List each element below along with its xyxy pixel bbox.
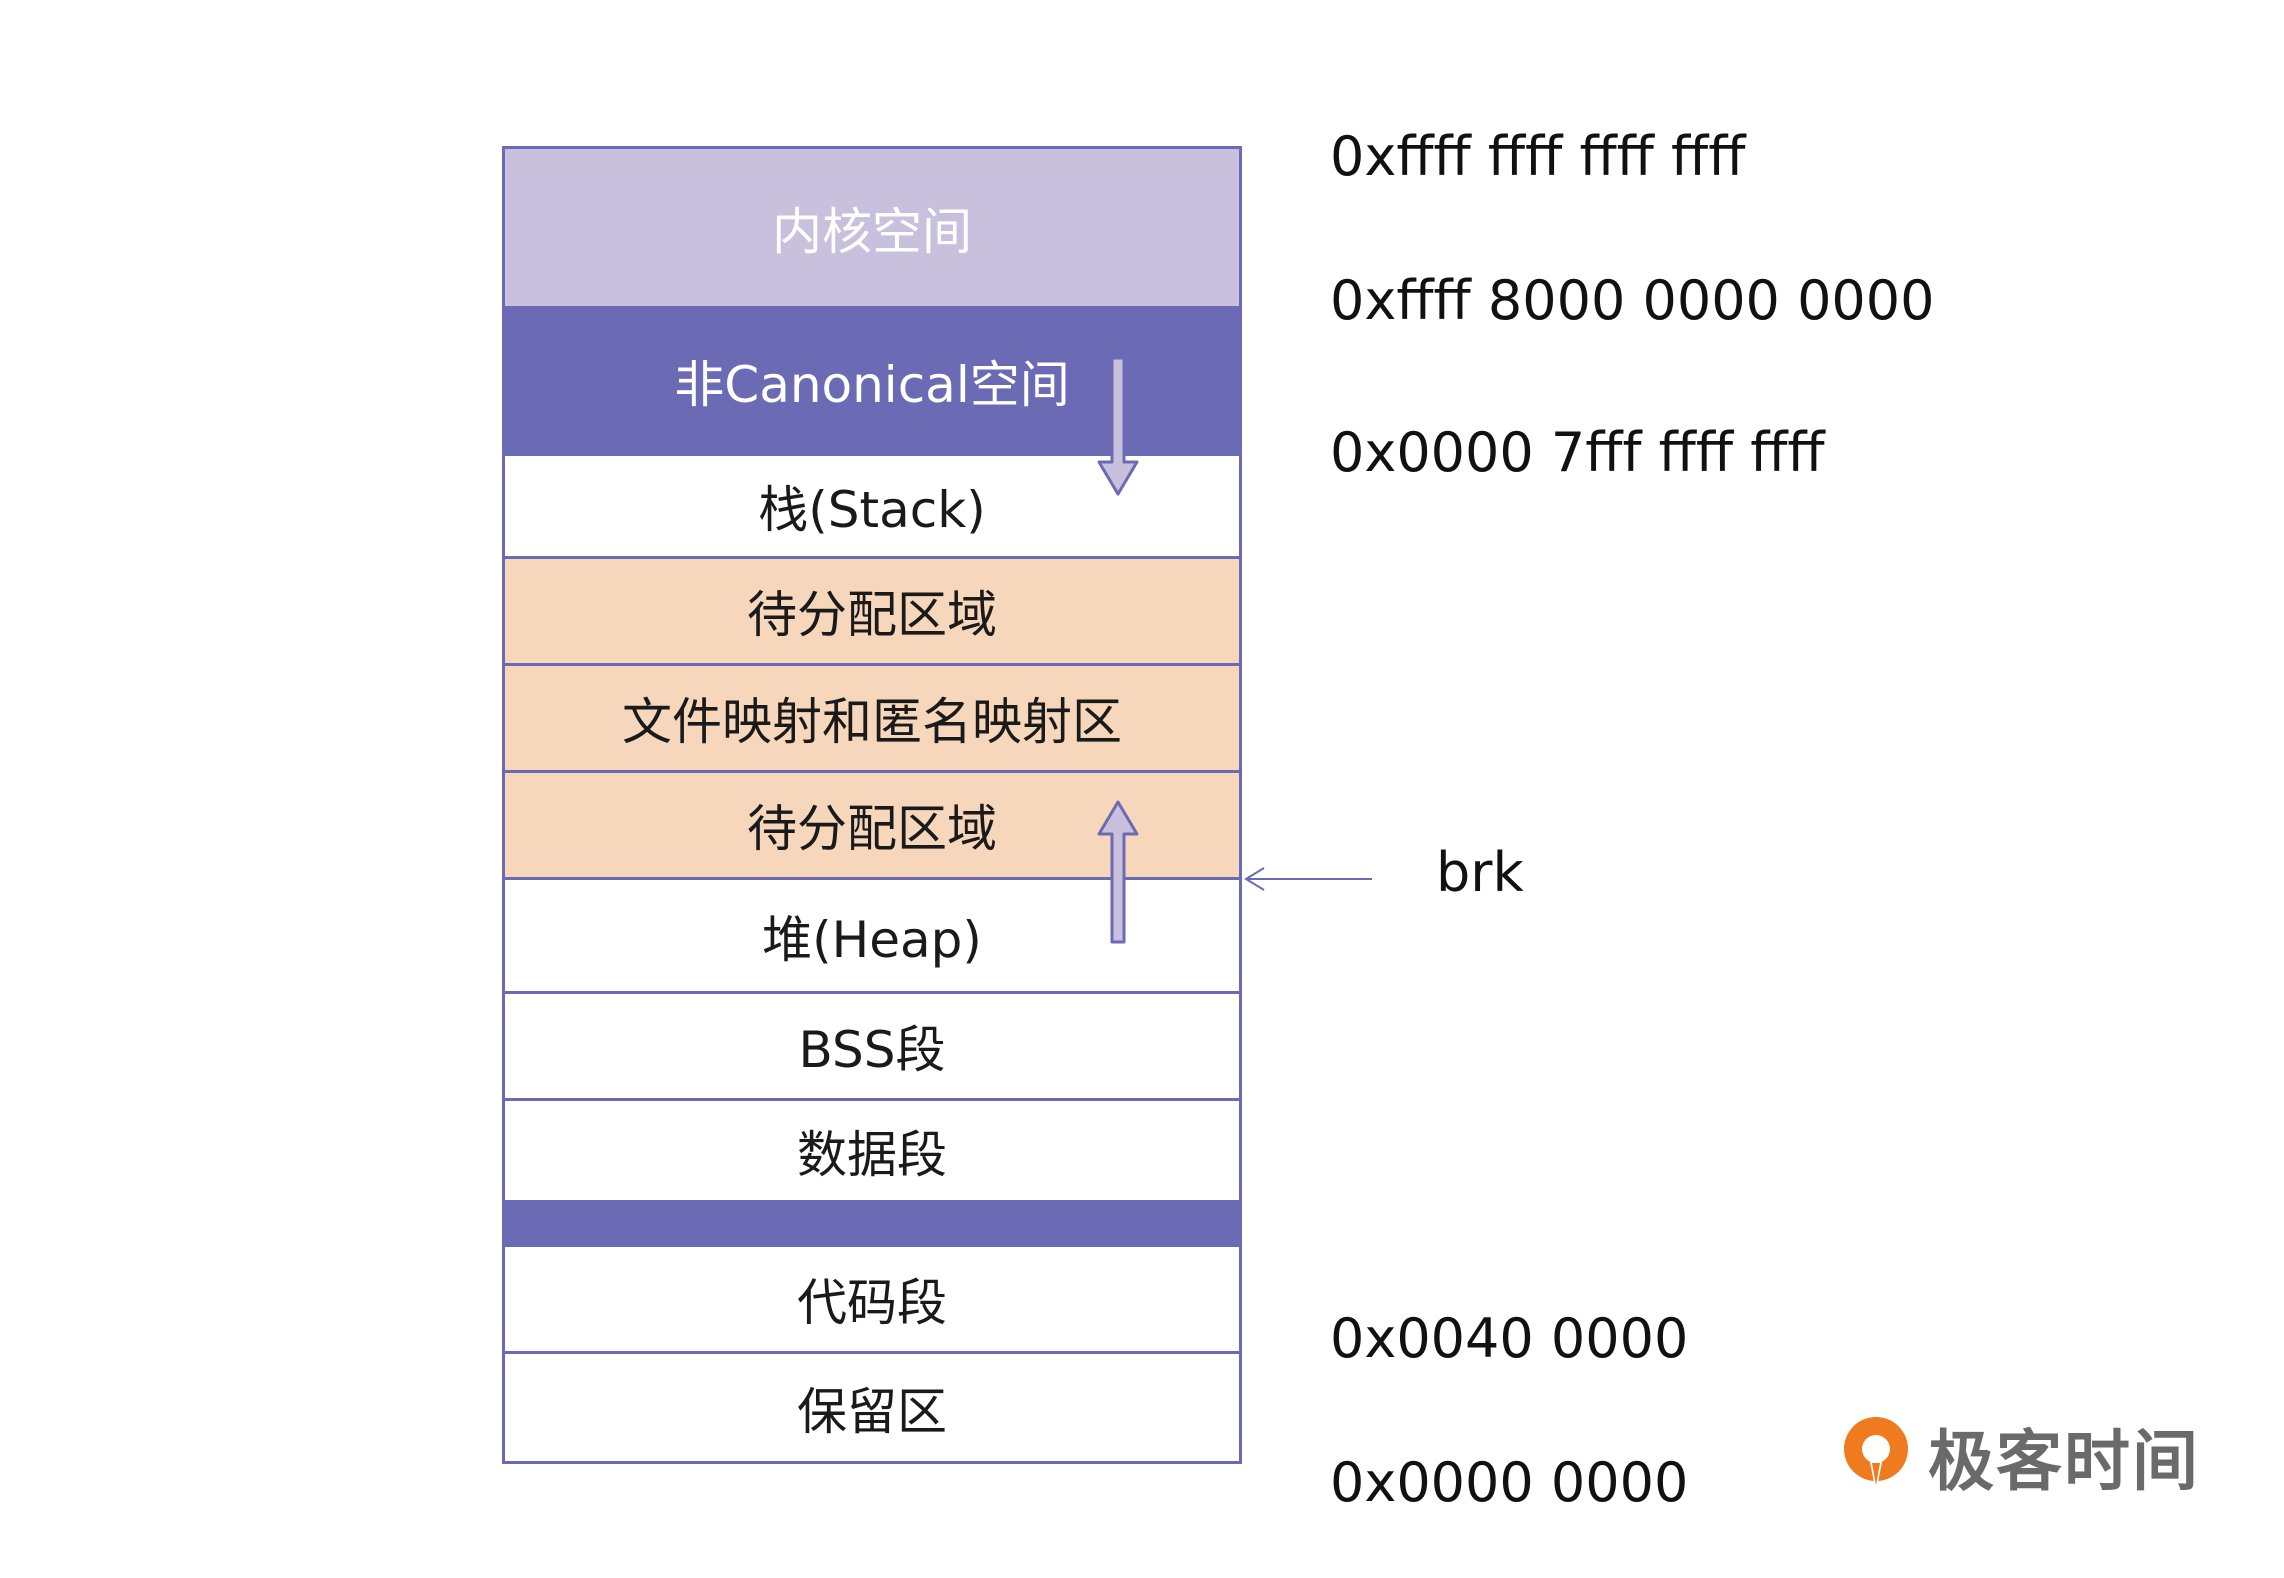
segment-reserved: 保留区: [505, 1354, 1239, 1461]
segment-label: 代码段: [797, 1274, 947, 1332]
segment-data: 数据段: [505, 1101, 1239, 1203]
segment-non-canonical: 非Canonical空间: [505, 306, 1239, 456]
segment-heap: 堆(Heap): [505, 880, 1239, 994]
address-label-user-top: 0x0000 7fff ffff ffff: [1330, 421, 1825, 484]
segment-label: 数据段: [797, 1125, 947, 1184]
segment-gap: [505, 1203, 1239, 1247]
geektime-logo-icon: [1844, 1417, 1908, 1493]
brk-pointer-arrow: [1244, 867, 1372, 891]
segment-stack: 栈(Stack): [505, 456, 1239, 559]
address-space-column: 内核空间 非Canonical空间 栈(Stack) 待分配区域 文件映射和匿名…: [502, 146, 1242, 1464]
address-label-bottom: 0x0000 0000: [1330, 1451, 1689, 1514]
segment-kernel-space: 内核空间: [505, 149, 1239, 306]
segment-unallocated-upper: 待分配区域: [505, 559, 1239, 666]
segment-label: 非Canonical空间: [674, 356, 1070, 414]
address-label-kernel-start: 0xffff 8000 0000 0000: [1330, 269, 1935, 332]
segment-label: 文件映射和匿名映射区: [622, 693, 1122, 751]
segment-unallocated-lower: 待分配区域: [505, 773, 1239, 880]
address-label-top: 0xffff ffff ffff ffff: [1330, 125, 1746, 188]
segment-text: 代码段: [505, 1247, 1239, 1354]
segment-label: 待分配区域: [747, 800, 997, 858]
segment-label: 堆(Heap): [762, 910, 982, 969]
address-label-text-start: 0x0040 0000: [1330, 1307, 1689, 1370]
segment-label: BSS段: [798, 1021, 946, 1079]
segment-label: 栈(Stack): [758, 481, 986, 539]
brand-logo: 极客时间: [1836, 1408, 2200, 1504]
segment-bss: BSS段: [505, 994, 1239, 1101]
brk-label: brk: [1436, 841, 1524, 904]
segment-file-anon-mapping: 文件映射和匿名映射区: [505, 666, 1239, 773]
brand-logo-text: 极客时间: [1928, 1423, 2200, 1500]
segment-label: 内核空间: [772, 202, 972, 261]
segment-label: 保留区: [797, 1382, 947, 1441]
segment-label: 待分配区域: [747, 586, 997, 644]
